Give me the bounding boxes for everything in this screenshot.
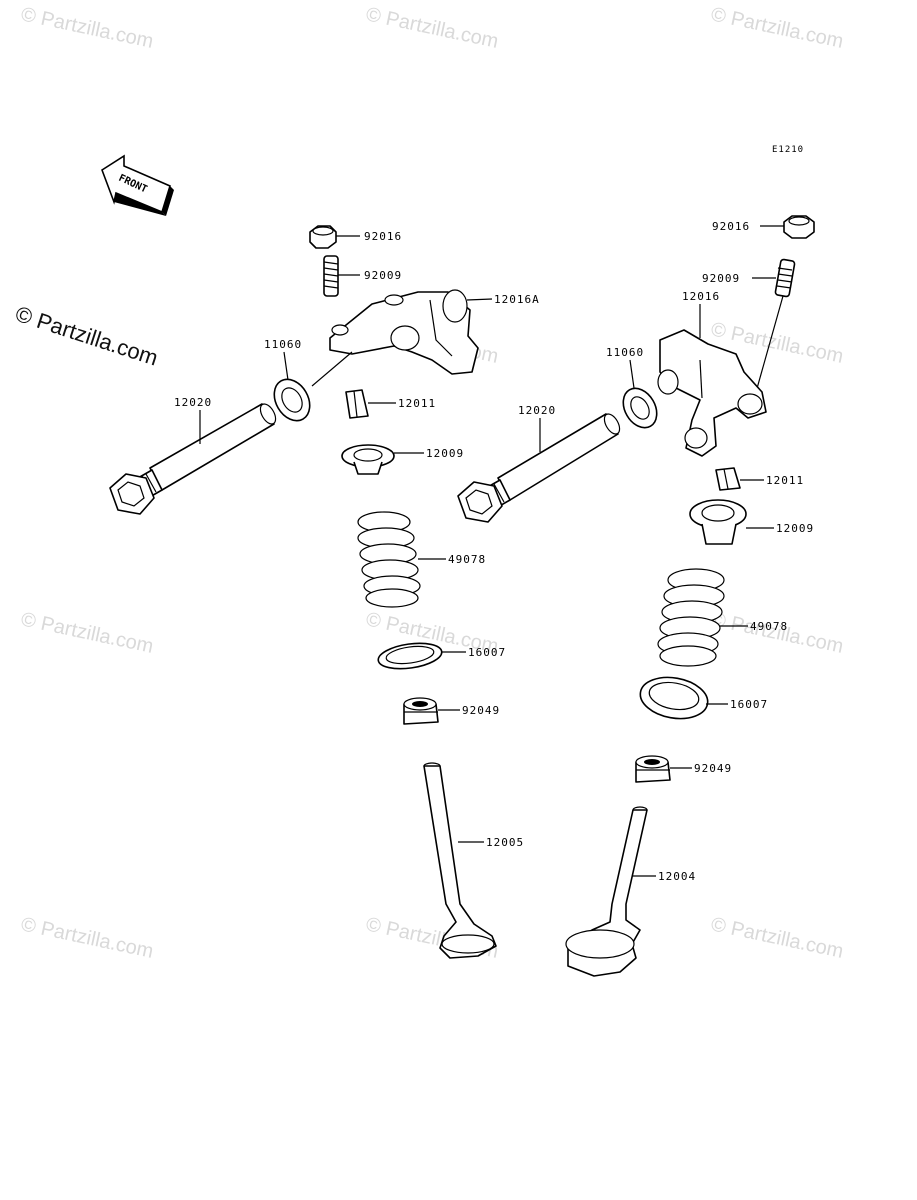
label-49078-right: 49078 — [750, 620, 788, 633]
label-92049-right: 92049 — [694, 762, 732, 775]
seat-16007-right — [639, 676, 728, 720]
label-12011-right: 12011 — [766, 474, 804, 487]
watermark-main: © Partzilla.com — [12, 301, 161, 371]
label-16007-right: 16007 — [730, 698, 768, 711]
spring-49078-right — [657, 568, 748, 667]
watermark-tile: © Partzilla.com — [709, 608, 845, 658]
label-12020-right: 12020 — [518, 404, 556, 417]
front-arrow-icon: FRONT — [101, 154, 174, 216]
watermark-tile: © Partzilla.com — [709, 913, 845, 963]
label-92009-right: 92009 — [702, 272, 740, 285]
watermark-tile: © Partzilla.com — [364, 3, 500, 53]
label-92016-left: 92016 — [364, 230, 402, 243]
watermark-tile: © Partzilla.com — [19, 608, 155, 658]
collet-12011-left — [345, 389, 396, 419]
label-12009-left: 12009 — [426, 447, 464, 460]
seal-92049-right — [635, 755, 692, 783]
label-16007-left: 16007 — [468, 646, 506, 659]
shaft-12020-right — [457, 413, 621, 523]
label-12016A: 12016A — [494, 293, 540, 306]
watermark-tile: © Partzilla.com — [709, 3, 845, 53]
label-11060-left: 11060 — [264, 338, 302, 351]
collet-12011-right — [715, 467, 764, 491]
rocker-arm-12016 — [657, 304, 767, 457]
seal-92049-left — [403, 697, 460, 725]
screw-92009-right — [752, 258, 796, 393]
label-12004: 12004 — [658, 870, 696, 883]
leader-line — [311, 351, 353, 387]
label-92016-right: 92016 — [712, 220, 750, 233]
washer-11060-left — [273, 351, 311, 422]
label-12009-right: 12009 — [776, 522, 814, 535]
valve-12005 — [423, 762, 497, 959]
watermark-tile: © Partzilla.com — [19, 3, 155, 53]
washer-11060-right — [622, 359, 658, 429]
shaft-12020-left — [109, 403, 277, 515]
label-12016: 12016 — [682, 290, 720, 303]
label-49078-left: 49078 — [448, 553, 486, 566]
rocker-arm-12016A — [329, 289, 493, 375]
label-12020-left: 12020 — [174, 396, 212, 409]
label-12005: 12005 — [486, 836, 524, 849]
nut-92016-left — [309, 225, 360, 249]
spring-49078-left — [357, 511, 446, 608]
watermark-tile: © Partzilla.com — [19, 913, 155, 963]
label-11060-right: 11060 — [606, 346, 644, 359]
label-12011-left: 12011 — [398, 397, 436, 410]
screw-92009-left — [323, 255, 360, 297]
seat-16007-left — [377, 642, 466, 670]
retainer-12009-right — [689, 499, 774, 545]
valve-12004 — [565, 806, 656, 977]
label-92009-left: 92009 — [364, 269, 402, 282]
retainer-12009-left — [341, 444, 424, 475]
label-92049-left: 92049 — [462, 704, 500, 717]
diagram-code: E1210 — [772, 145, 804, 155]
nut-92016-right — [760, 215, 815, 239]
